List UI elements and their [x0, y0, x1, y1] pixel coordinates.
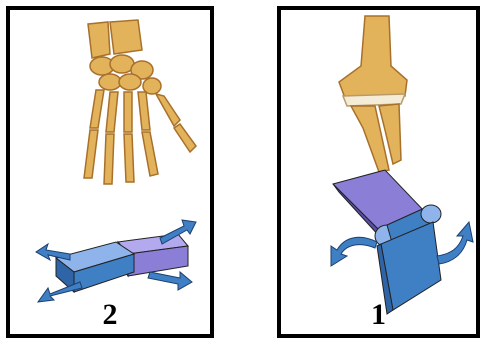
joint-card-gliding: 2 [6, 6, 214, 338]
wrist-illustration [10, 10, 210, 334]
joint-card-hinge: 1 [277, 6, 480, 338]
elbow-bones-icon [339, 16, 407, 172]
curved-arrow-icon [331, 237, 377, 266]
elbow-illustration [281, 10, 476, 334]
arrow-icon [148, 272, 192, 290]
card-number: 2 [10, 298, 210, 332]
card-number: 1 [281, 298, 476, 332]
curved-arrow-icon [437, 222, 473, 264]
arrow-icon [36, 244, 70, 260]
hand-wrist-bones-icon [84, 20, 196, 184]
